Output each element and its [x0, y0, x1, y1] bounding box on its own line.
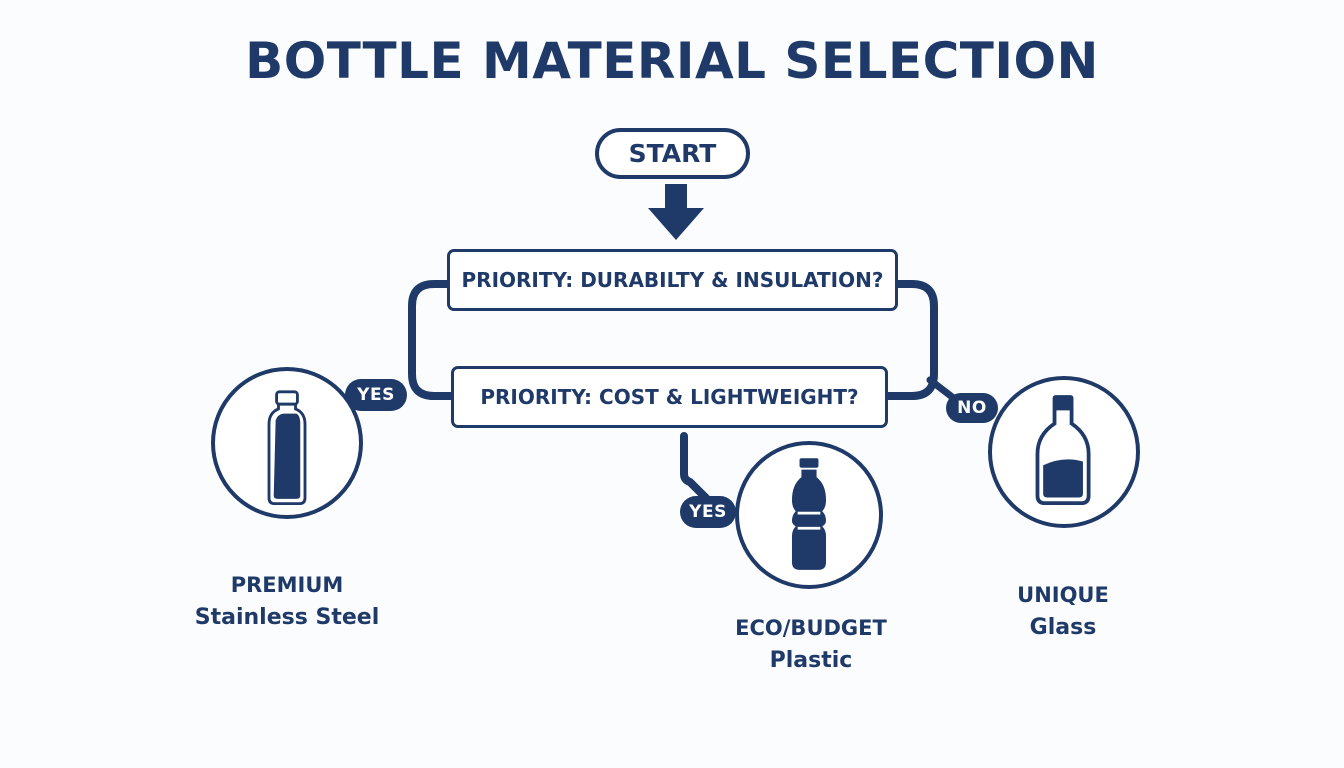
outcome-label-plastic: ECO/BUDGET Plastic — [711, 613, 911, 679]
plastic-outcome — [735, 441, 883, 589]
right-connector — [884, 280, 938, 400]
question-cost: PRIORITY: COST & LIGHTWEIGHT? — [451, 366, 888, 428]
question-durability: PRIORITY: DURABILTY & INSULATION? — [447, 249, 898, 311]
metal-bottle-icon — [267, 390, 307, 506]
arrow-shaft — [665, 184, 687, 210]
material-label: Glass — [1029, 615, 1097, 640]
no-badge: NO — [946, 393, 998, 423]
stainless-steel-outcome — [211, 367, 363, 519]
diagram-title: BOTTLE MATERIAL SELECTION — [245, 32, 1099, 90]
start-node: START — [595, 128, 750, 179]
tier-label: UNIQUE — [1017, 583, 1109, 607]
material-label: Plastic — [769, 648, 853, 673]
tier-label: PREMIUM — [230, 573, 344, 597]
yes-badge-down: YES — [680, 496, 736, 528]
arrow-head — [648, 208, 704, 240]
outcome-label-glass: UNIQUE Glass — [963, 580, 1163, 646]
plastic-bottle-icon — [791, 458, 827, 570]
yes-down-connector — [680, 432, 712, 504]
glass-outcome — [988, 376, 1140, 528]
left-connector — [408, 280, 455, 400]
glass-bottle-icon — [1035, 395, 1091, 506]
material-label: Stainless Steel — [194, 605, 380, 630]
outcome-label-stainless: PREMIUM Stainless Steel — [187, 570, 387, 636]
yes-badge-left: YES — [345, 379, 407, 411]
tier-label: ECO/BUDGET — [735, 616, 887, 640]
